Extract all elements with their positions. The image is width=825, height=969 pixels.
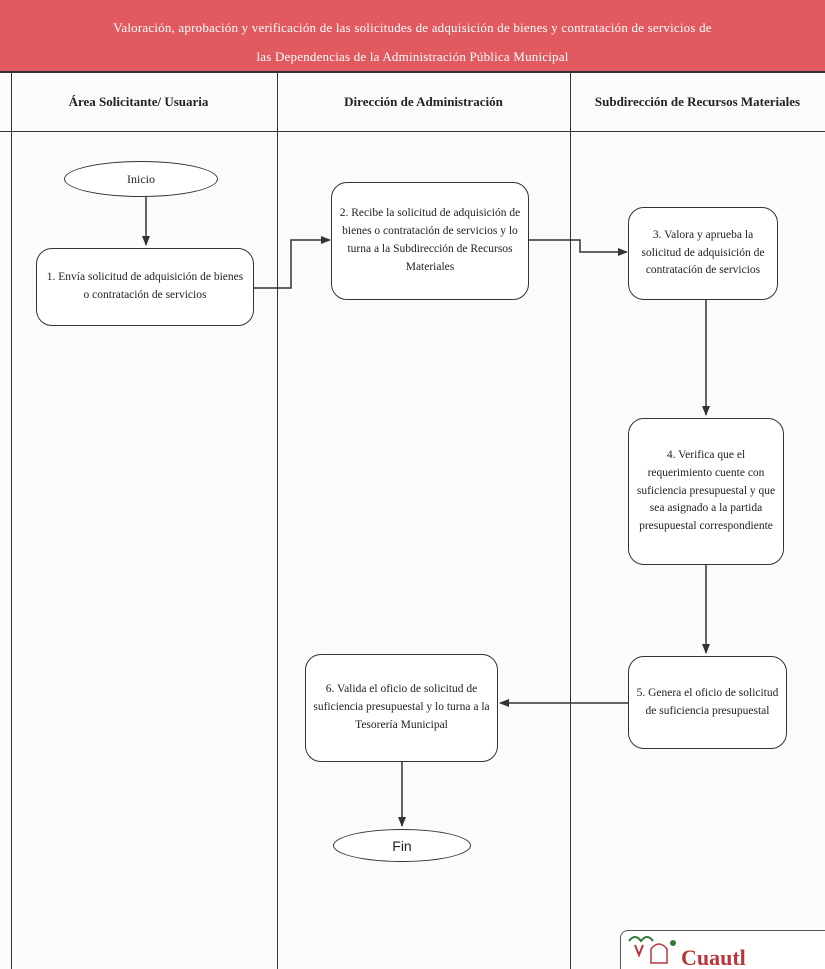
title-line-2: las Dependencias de la Administración Pú… (256, 49, 569, 64)
step-4-box: 4. Verifica que el requerimiento cuente … (628, 418, 784, 565)
connector-step2-step3 (529, 239, 628, 256)
column-header-direccion-administracion: Dirección de Administración (344, 94, 503, 109)
start-node: Inicio (64, 161, 218, 197)
title-band: Valoración, aprobación y verificación de… (0, 0, 825, 73)
step-1-text: 1. Envía solicitud de adquisición de bie… (46, 271, 244, 301)
lane-divider-1 (277, 73, 278, 969)
step-2-box: 2. Recibe la solicitud de adquisición de… (331, 182, 529, 300)
logo-emblem-icon (628, 936, 676, 964)
step-1-box: 1. Envía solicitud de adquisición de bie… (36, 248, 254, 326)
municipal-logo-icon: Cuautl (620, 930, 825, 969)
step-4-text: 4. Verifica que el requerimiento cuente … (636, 448, 776, 533)
connector-step1-step2 (254, 236, 331, 289)
step-6-box: 6. Valida el oficio de solicitud de sufi… (305, 654, 498, 762)
step-3-text: 3. Valora y aprueba la solicitud de adqu… (641, 228, 765, 277)
title-line-1: Valoración, aprobación y verificación de… (113, 20, 712, 35)
column-header-area-solicitante: Área Solicitante/ Usuaria (68, 94, 209, 109)
lane-divider-2 (570, 73, 571, 969)
step-2-text: 2. Recibe la solicitud de adquisición de… (339, 207, 521, 273)
header-divider (0, 131, 825, 132)
end-node: Fin (333, 829, 471, 862)
logo-text: Cuautl (681, 945, 746, 969)
column-header-subdireccion-recursos: Subdirección de Recursos Materiales (594, 94, 801, 109)
step-6-text: 6. Valida el oficio de solicitud de sufi… (313, 683, 490, 731)
lane-border-left (11, 73, 12, 969)
step-3-box: 3. Valora y aprueba la solicitud de adqu… (628, 207, 778, 300)
step-5-box: 5. Genera el oficio de solicitud de sufi… (628, 656, 787, 749)
step-5-text: 5. Genera el oficio de solicitud de sufi… (636, 686, 779, 717)
